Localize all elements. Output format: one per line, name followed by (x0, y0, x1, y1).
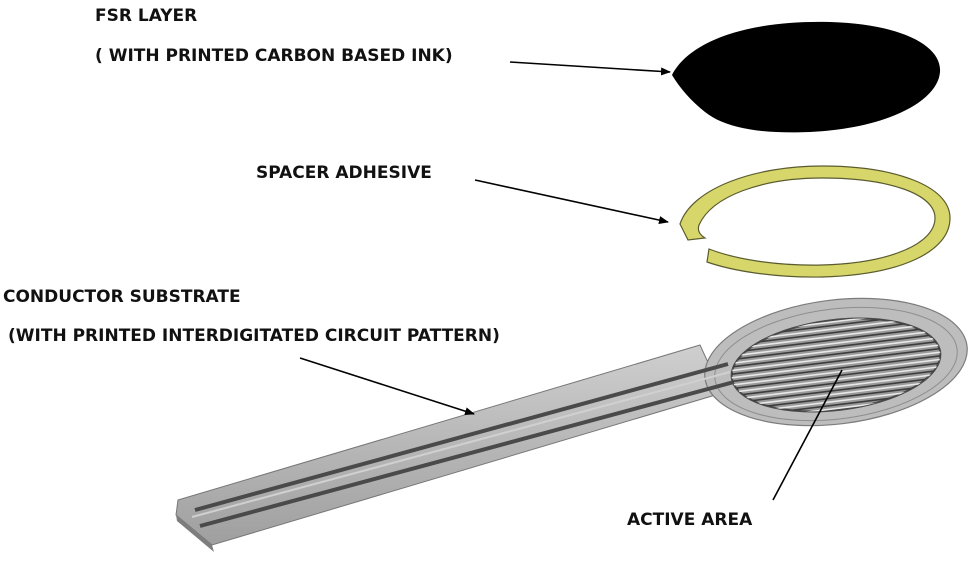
interdigitated-finger (726, 350, 946, 380)
conductor-substrate-subtitle: (WITH PRINTED INTERDIGITATED CIRCUIT PAT… (8, 326, 500, 346)
interdigitated-finger (726, 353, 946, 384)
interdigitated-finger (726, 328, 946, 359)
interdigitated-finger (726, 343, 946, 373)
interdigitated-finger (726, 360, 946, 391)
spacer-leader-line (474, 179, 669, 224)
conductor-substrate-shape (175, 297, 968, 552)
interdigitated-finger (726, 357, 946, 387)
fsr-layer-shape (672, 21, 941, 133)
fsr-leader-line (509, 61, 671, 76)
interdigitated-finger (726, 339, 946, 370)
conductor-substrate-title: CONDUCTOR SUBSTRATE (3, 287, 241, 307)
interdigitated-finger (726, 321, 946, 352)
interdigitated-finger (726, 368, 946, 398)
active-area-leader-line (772, 369, 843, 501)
interdigitated-finger (726, 378, 946, 409)
spacer-adhesive-shape (679, 165, 951, 278)
interdigitated-finger (726, 346, 946, 377)
fsr-layer-title: FSR LAYER (95, 6, 198, 26)
interdigitated-finger (726, 375, 946, 405)
interdigitated-finger (726, 335, 946, 366)
conductor-leader-line (299, 357, 475, 416)
active-area-label: ACTIVE AREA (627, 510, 753, 530)
interdigitated-finger (726, 332, 946, 362)
interdigitated-finger (726, 325, 946, 355)
fsr-layer-subtitle: ( WITH PRINTED CARBON BASED INK) (95, 46, 453, 66)
spacer-adhesive-label: SPACER ADHESIVE (256, 163, 432, 183)
interdigitated-finger (726, 371, 946, 402)
